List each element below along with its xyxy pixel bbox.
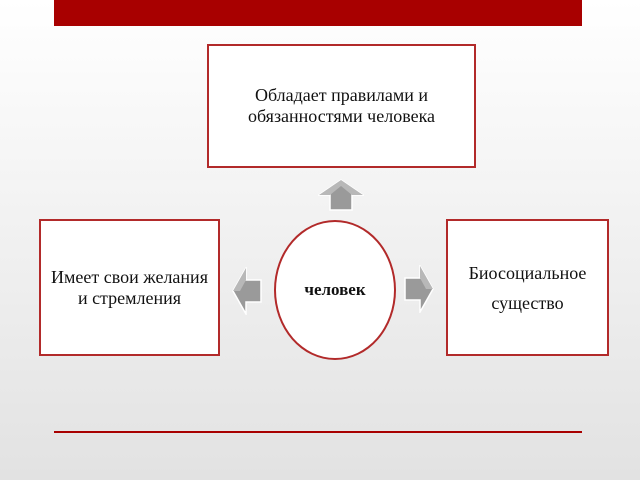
bottom-divider bbox=[54, 431, 582, 433]
left-trait-box: Имеет свои желания и стремления bbox=[39, 219, 220, 356]
arrow-left-icon bbox=[232, 267, 262, 315]
top-trait-box: Обладает правилами и обязанностями челов… bbox=[207, 44, 476, 168]
right-trait-text: Биосоциальное существо bbox=[468, 262, 587, 313]
right-trait-box: Биосоциальное существо bbox=[446, 219, 609, 356]
center-node: человек bbox=[274, 220, 396, 360]
arrow-right-icon bbox=[404, 265, 434, 313]
top-trait-text: Обладает правилами и обязанностями челов… bbox=[247, 85, 436, 126]
center-node-label: человек bbox=[304, 280, 366, 299]
left-trait-text: Имеет свои желания и стремления bbox=[51, 266, 208, 308]
top-accent-bar bbox=[54, 0, 582, 26]
arrow-up-icon bbox=[318, 179, 364, 211]
